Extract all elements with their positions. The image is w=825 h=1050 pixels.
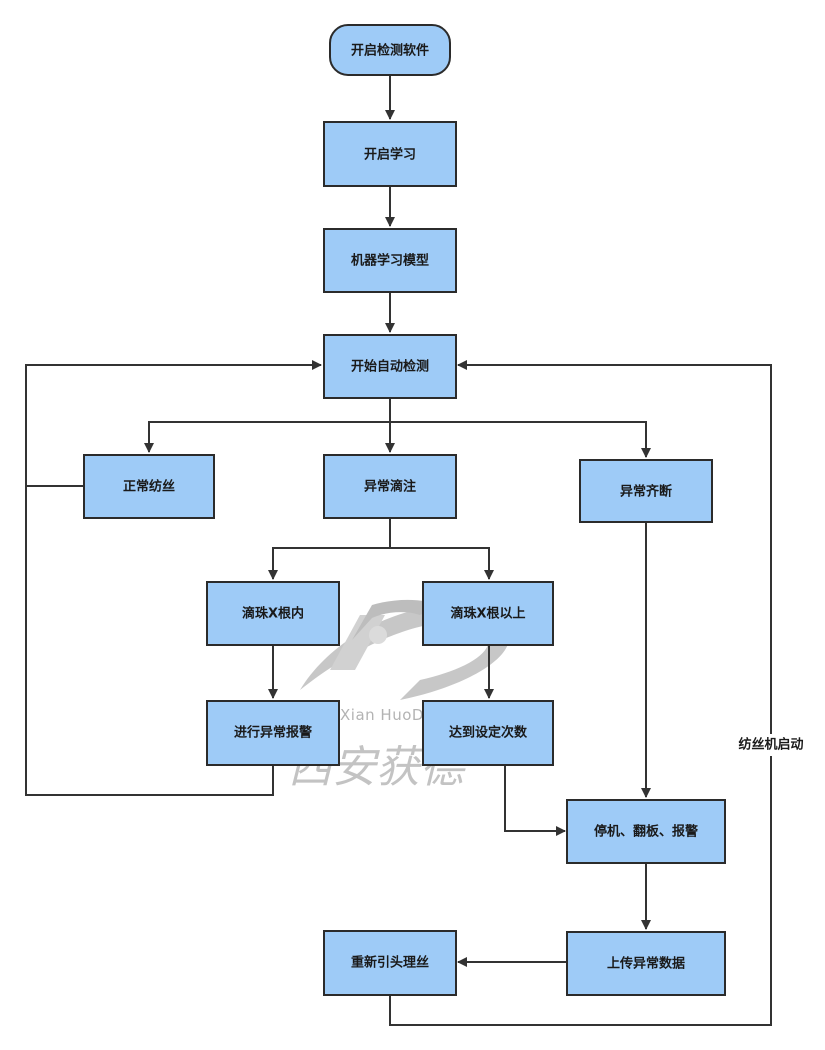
edge-normal-loop bbox=[25, 360, 322, 487]
node-drip-within-label: 滴珠X根内 bbox=[242, 606, 304, 622]
edge-restart-loop bbox=[389, 360, 772, 1026]
node-upload-label: 上传异常数据 bbox=[607, 956, 685, 972]
node-alarm-label: 进行异常报警 bbox=[234, 725, 312, 741]
node-drip-within: 滴珠X根内 bbox=[206, 581, 340, 646]
watermark-logo bbox=[300, 599, 511, 700]
nodes: 开启检测软件 开启学习 机器学习模型 开始自动检测 正常纺丝 异常滴注 异常齐断 bbox=[83, 24, 726, 996]
node-auto-detect-label: 开始自动检测 bbox=[351, 359, 429, 375]
node-abnormal-drip-label: 异常滴注 bbox=[364, 479, 416, 495]
node-start-label: 开启检测软件 bbox=[351, 43, 429, 59]
edges: 纺丝机启动 bbox=[25, 75, 811, 1026]
node-reach-count: 达到设定次数 bbox=[422, 700, 554, 766]
node-drip-above-label: 滴珠X根以上 bbox=[450, 606, 525, 622]
edge-alarm-loop bbox=[25, 486, 274, 796]
node-normal-spin: 正常纺丝 bbox=[83, 454, 215, 519]
node-alarm: 进行异常报警 bbox=[206, 700, 340, 766]
edge-detect-normal bbox=[144, 398, 391, 453]
node-rethread-label: 重新引头理丝 bbox=[351, 955, 429, 971]
node-stop-flip-alarm-label: 停机、翻板、报警 bbox=[594, 824, 698, 840]
node-auto-detect: 开始自动检测 bbox=[323, 334, 457, 399]
edge-label-bg bbox=[731, 734, 811, 756]
node-upload: 上传异常数据 bbox=[566, 931, 726, 996]
node-learn: 开启学习 bbox=[323, 121, 457, 187]
edge-label-restart: 纺丝机启动 bbox=[738, 737, 803, 753]
node-stop-flip-alarm: 停机、翻板、报警 bbox=[566, 799, 726, 864]
node-model-label: 机器学习模型 bbox=[351, 253, 429, 269]
node-abnormal-drip: 异常滴注 bbox=[323, 454, 457, 519]
edge-drip-within bbox=[268, 518, 391, 580]
node-abnormal-break-label: 异常齐断 bbox=[620, 484, 672, 500]
node-reach-count-label: 达到设定次数 bbox=[449, 725, 528, 741]
edge-detect-break bbox=[390, 421, 651, 458]
node-start: 开启检测软件 bbox=[329, 24, 451, 76]
watermark-latin: Xian HuoDe bbox=[340, 706, 434, 724]
node-learn-label: 开启学习 bbox=[364, 147, 416, 163]
node-normal-spin-label: 正常纺丝 bbox=[123, 479, 175, 495]
edge-count-stop bbox=[504, 765, 566, 836]
node-rethread: 重新引头理丝 bbox=[323, 930, 457, 996]
edge-drip-above bbox=[390, 547, 494, 580]
node-drip-above: 滴珠X根以上 bbox=[422, 581, 554, 646]
node-abnormal-break: 异常齐断 bbox=[579, 459, 713, 523]
node-model: 机器学习模型 bbox=[323, 228, 457, 293]
